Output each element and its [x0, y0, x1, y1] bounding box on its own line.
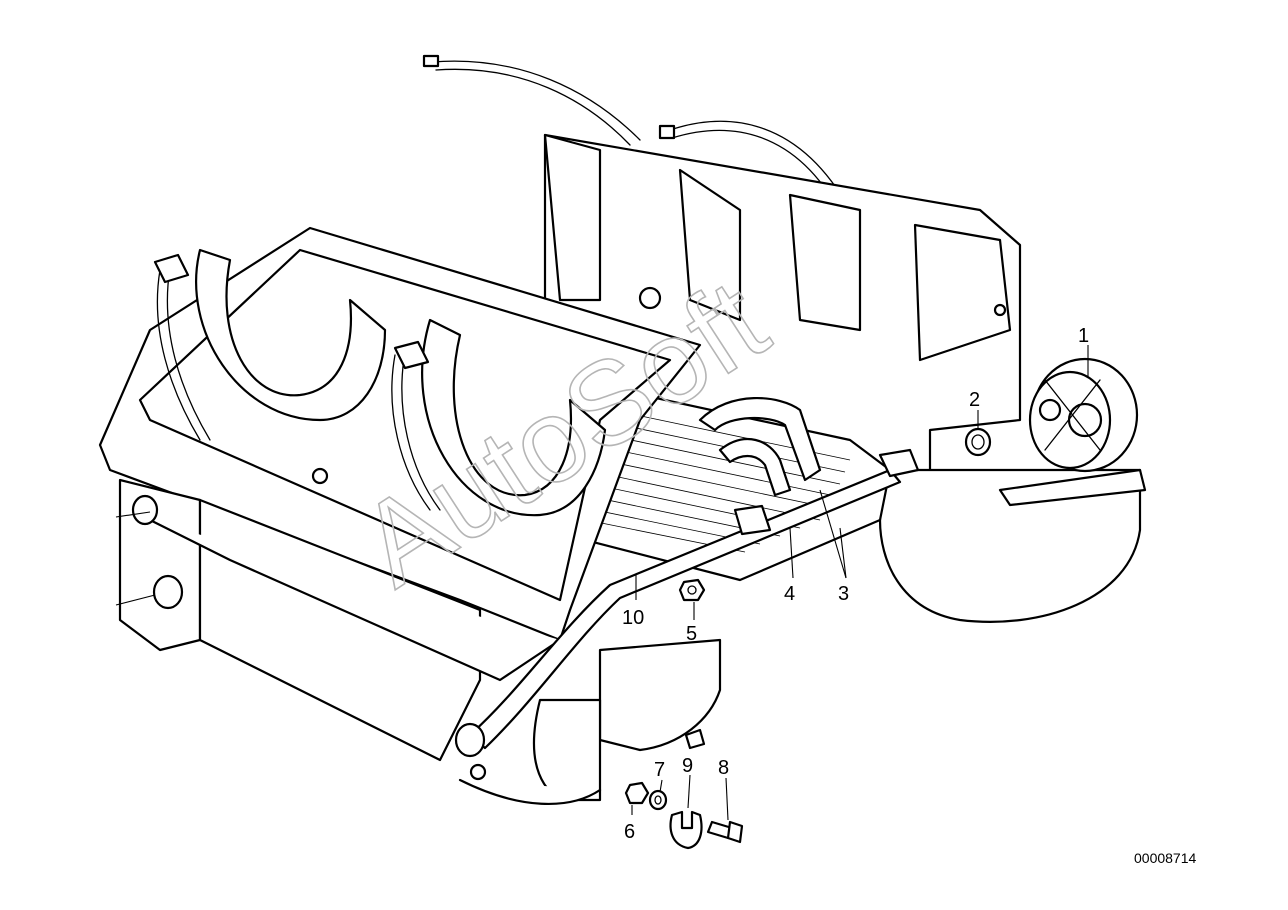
callout-5: 5: [686, 623, 697, 645]
seal-ring-part-2: [964, 427, 992, 457]
callout-7: 7: [654, 759, 665, 781]
hex-nut-part-5: [678, 578, 706, 602]
clip-part-9: [669, 728, 706, 850]
callout-6: 6: [624, 821, 635, 843]
callout-4: 4: [784, 583, 795, 605]
callout-9: 9: [682, 755, 693, 777]
blower-housing: [878, 468, 1147, 623]
nut-part-6: [624, 781, 650, 805]
callout-1: 1: [1078, 325, 1089, 347]
callout-10: 10: [622, 607, 644, 629]
flap-cutouts: [153, 248, 607, 517]
callout-3: 3: [838, 583, 849, 605]
leader-lines: [115, 345, 1089, 821]
callout-8: 8: [718, 757, 729, 779]
heater-pipe-part-10: [454, 448, 920, 781]
bolt-part-8: [706, 820, 744, 844]
reference-number: 00008714: [1134, 850, 1197, 866]
callout-labels: 1 2 3 4 5 6 7 8 9 10: [622, 325, 1089, 843]
callout-2: 2: [969, 389, 980, 411]
blower-wheel-part-1: [1028, 357, 1139, 473]
washer-part-7: [648, 789, 668, 811]
front-duct: [458, 638, 722, 806]
